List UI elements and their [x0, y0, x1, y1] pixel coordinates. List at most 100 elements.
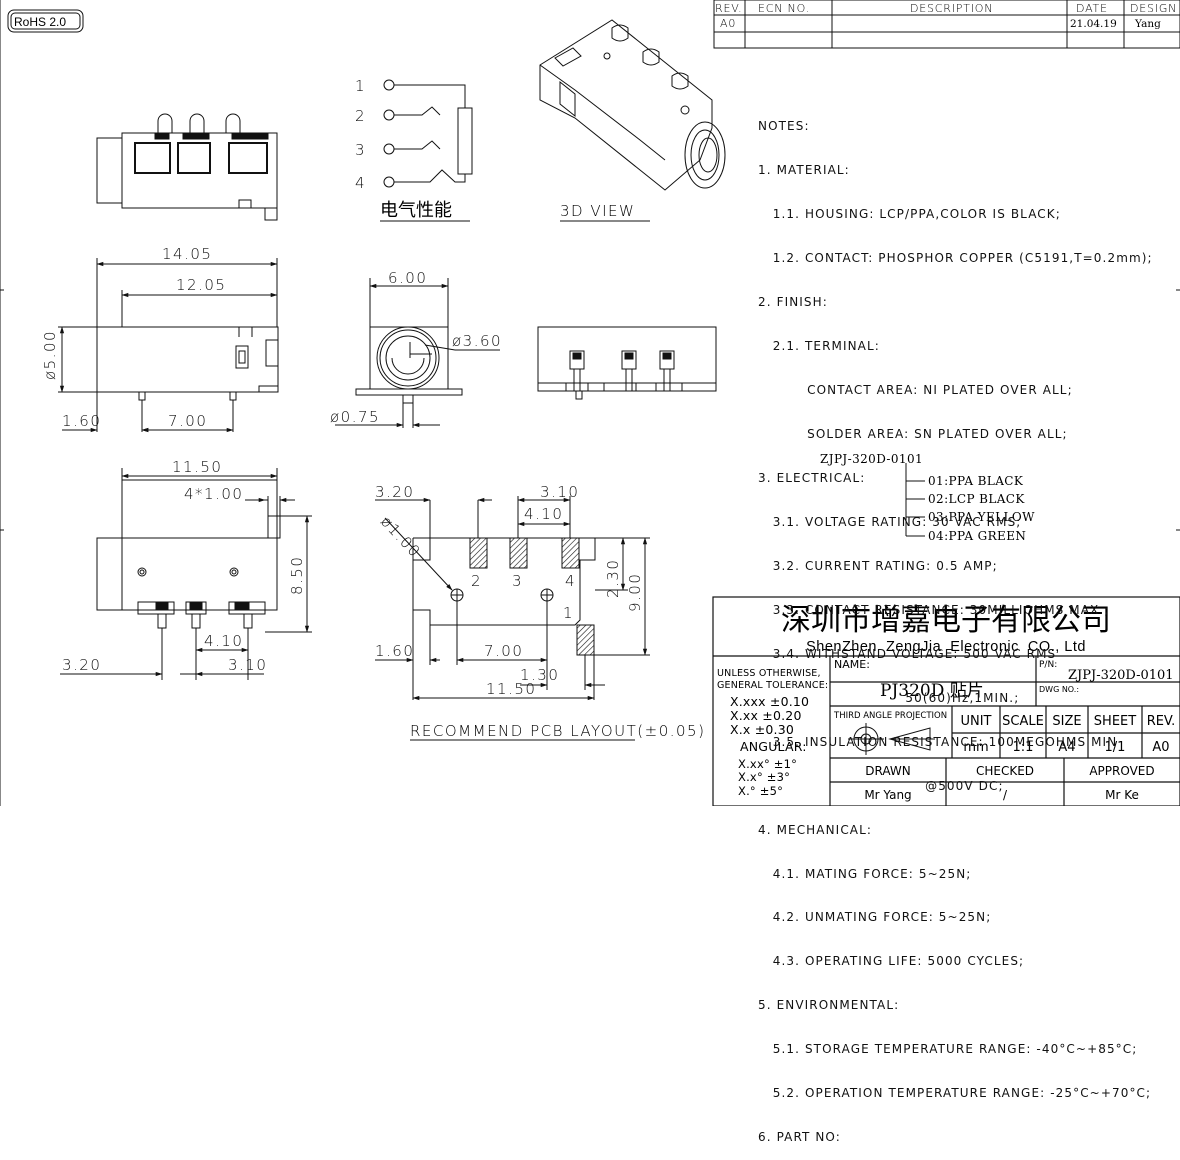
third-angle-projection-icon — [848, 723, 935, 755]
note-line: NOTES: — [758, 119, 810, 134]
dim-7-00-pcb: 7.00 — [484, 642, 523, 660]
tolerance-title-2: GENERAL TOLERANCE: — [717, 680, 828, 691]
dim-3-10-bottom: 3.10 — [228, 656, 267, 674]
schematic-caption: 电气性能 — [380, 200, 452, 221]
unit-label: UNIT — [960, 714, 991, 729]
dim-dia-1-00: ø1.00 — [377, 512, 424, 561]
notes-block: NOTES: 1. MATERIAL: 1.1. HOUSING: LCP/PP… — [758, 90, 1153, 1160]
iso-3d-view — [539, 19, 726, 222]
revision-table — [713, 0, 1180, 49]
tolerance-title-1: UNLESS OTHERWISE, — [717, 668, 821, 679]
part-option-01: 01:PPA BLACK — [928, 474, 1024, 488]
rohs-badge: RoHS 2.0 — [14, 15, 66, 29]
end-view — [335, 278, 500, 428]
tolerance-xxx: X.xxx ±0.10 — [730, 694, 809, 709]
angular-title: ANGULAR: — [740, 739, 807, 754]
note-line: 2. FINISH: — [758, 295, 828, 310]
company-name-cn: 深圳市增嘉电子有限公司 — [781, 603, 1111, 638]
dim-11-50-pcb: 11.50 — [486, 680, 536, 698]
name-label: NAME: — [834, 658, 870, 671]
design-value: Yang — [1134, 18, 1161, 30]
back-view — [537, 326, 717, 400]
pcb-layout — [375, 496, 650, 741]
note-line: 3. ELECTRICAL: — [758, 470, 866, 485]
note-line: 3.2. CURRENT RATING: 0.5 AMP; — [758, 558, 998, 573]
ecn-header: ECN NO. — [758, 2, 810, 15]
note-line: 4.3. OPERATING LIFE: 5000 CYCLES; — [758, 954, 1025, 969]
drawn-label: DRAWN — [865, 764, 911, 778]
pn-label: P/N: — [1039, 660, 1057, 670]
dwg-label: DWG NO.: — [1039, 685, 1079, 694]
rev-label: REV. — [1147, 714, 1176, 729]
note-line: CONTACT AREA: NI PLATED OVER ALL; — [758, 383, 1073, 398]
dim-12-05: 12.05 — [176, 276, 226, 294]
pin-label-4: 4 — [355, 174, 366, 192]
size-value: A4 — [1058, 740, 1075, 755]
rohs-badge-frame — [7, 9, 84, 33]
note-line: 3.4. WITHSTAND VOLTAGE: 500 VAC RMS — [758, 646, 1057, 661]
rev-value-tb: A0 — [1152, 740, 1169, 755]
note-line: 1.2. CONTACT: PHOSPHOR COPPER (C5191,T=0… — [758, 251, 1153, 266]
pcb-layout-caption: RECOMMEND PCB LAYOUT(±0.05) — [410, 722, 705, 740]
pad-label-2: 2 — [471, 572, 482, 590]
part-option-03: 03:PPA YELLOW — [928, 510, 1035, 524]
bottom-view — [60, 468, 312, 680]
note-line: 50(60)Hz,1MIN.; — [758, 690, 1020, 705]
dim-1-60-side: 1.60 — [62, 412, 101, 430]
note-line: SOLDER AREA: SN PLATED OVER ALL; — [758, 426, 1068, 441]
note-line: 4. MECHANICAL: — [758, 822, 873, 837]
note-line: 6. PART NO: — [758, 1130, 841, 1145]
note-line: 2.1. TERMINAL: — [758, 339, 880, 354]
dim-3-10-pcb: 3.10 — [540, 483, 579, 501]
note-line: 5. ENVIRONMENTAL: — [758, 998, 900, 1013]
pin-label-1: 1 — [355, 77, 366, 95]
dim-4-10-bottom: 4.10 — [204, 632, 243, 650]
projection-label: THIRD ANGLE PROJECTION — [833, 711, 947, 721]
note-line: 5.1. STORAGE TEMPERATURE RANGE: -40°C~+8… — [758, 1042, 1138, 1057]
dim-3-20-pcb: 3.20 — [375, 483, 414, 501]
dim-dia-5-00: ø5.00 — [41, 330, 59, 380]
part-option-02: 02:LCP BLACK — [928, 492, 1025, 506]
tolerance-xx: X.xx ±0.20 — [730, 708, 802, 723]
pin-label-3: 3 — [355, 141, 366, 159]
note-line: @500V DC; — [758, 778, 1004, 793]
dim-14-05: 14.05 — [162, 245, 212, 263]
pad-label-3: 3 — [512, 572, 523, 590]
dim-9-00: 9.00 — [626, 573, 644, 612]
pad-label-1: 1 — [563, 604, 574, 622]
pn-value: ZJPJ-320D-0101 — [1068, 668, 1174, 683]
dim-8-50: 8.50 — [288, 556, 306, 595]
schematic-symbol — [380, 79, 473, 222]
pin-label-2: 2 — [355, 107, 366, 125]
note-line: 3.5. INSULATION RESISTANCE: 100MEGOHMS M… — [758, 734, 1118, 749]
scale-label: SCALE — [1002, 714, 1044, 729]
note-line: 4.1. MATING FORCE: 5~25N; — [758, 866, 972, 881]
size-label: SIZE — [1052, 714, 1081, 729]
dim-4x1-00: 4*1.00 — [184, 485, 243, 503]
angular-x0: X.° ±5° — [738, 784, 783, 798]
note-line: 4.2. UNMATING FORCE: 5~25N; — [758, 910, 992, 925]
dim-dia-3-60: ø3.60 — [452, 332, 502, 350]
note-line: 1.1. HOUSING: LCP/PPA,COLOR IS BLACK; — [758, 207, 1061, 222]
checked-value: / — [1003, 788, 1008, 802]
approved-value: Mr Ke — [1105, 788, 1139, 802]
description-header: DESCRIPTION — [910, 2, 993, 15]
dim-dia-0-75: ø0.75 — [330, 408, 380, 426]
note-line: 3.1. VOLTAGE RATING: 30 VAC RMS; — [758, 514, 1022, 529]
tolerance-x: X.x ±0.30 — [730, 722, 794, 737]
dim-6-00: 6.00 — [388, 269, 427, 287]
part-number-base: ZJPJ-320D-0101 — [820, 452, 923, 466]
dim-3-20-bottom: 3.20 — [62, 656, 101, 674]
dim-4-10-pcb: 4.10 — [524, 505, 563, 523]
rev-header: REV. — [715, 2, 742, 15]
unit-value: mm — [963, 740, 988, 755]
part-number-tree — [905, 463, 925, 537]
dim-1-60-pcb: 1.60 — [375, 642, 414, 660]
part-option-04: 04:PPA GREEN — [928, 529, 1026, 543]
name-value: PJ320D 贴片 — [880, 681, 984, 701]
note-line: 1. MATERIAL: — [758, 163, 850, 178]
note-line: 5.2. OPERATION TEMPERATURE RANGE: -25°C~… — [758, 1086, 1152, 1101]
note-line: 3.3. CONTACT RESISTANCE: 30MILLIOHMS MAX… — [758, 602, 1110, 617]
title-block-frame — [712, 596, 1180, 806]
scale-value: 1:1 — [1013, 740, 1034, 755]
